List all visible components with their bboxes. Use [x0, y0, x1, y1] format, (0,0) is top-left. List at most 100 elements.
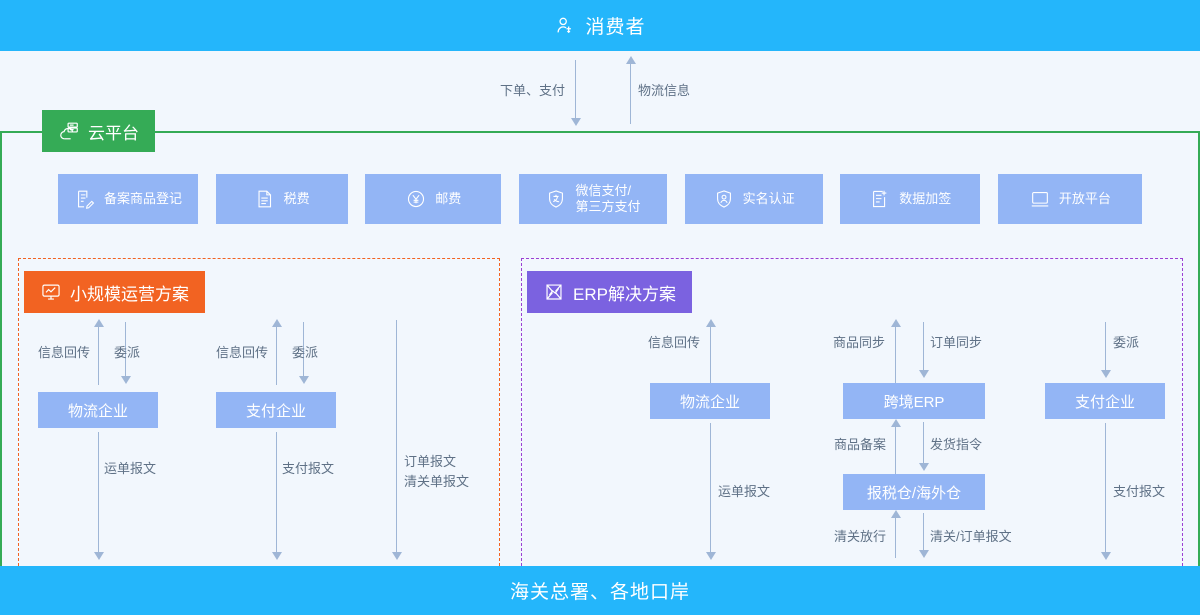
service-chip-product-record[interactable]: 备案商品登记: [58, 174, 198, 224]
edge-label-erp-customs-msg: 清关/订单报文: [930, 529, 1012, 544]
connector-erp-order-sync: [923, 322, 924, 376]
service-chip-tax[interactable]: 税费: [215, 174, 348, 224]
service-chip-real-name-auth[interactable]: 实名认证: [684, 174, 823, 224]
service-chip-label: 微信支付/ 第三方支付: [575, 182, 641, 214]
entity-label: 物流企业: [679, 393, 740, 411]
connector-erp-ship-order: [923, 422, 924, 469]
connector-erp-waybill-msg: [710, 423, 711, 558]
yuan-circle-icon: [405, 188, 427, 210]
arrow-erp-waybill-msg: [706, 552, 716, 560]
arrow-erp-goods-sync: [891, 319, 901, 327]
edge-label-order-pay: 下单、支付: [499, 83, 565, 98]
entity-erp-bonded-warehouse[interactable]: 报税仓/海外仓: [843, 474, 985, 510]
badge-erp-solution[interactable]: ERP解决方案: [527, 271, 692, 313]
chart-monitor-icon: [40, 281, 62, 303]
arrow-erp-ship-order: [919, 463, 929, 471]
connector-erp-customs-release: [895, 516, 896, 558]
service-chip-data-signature[interactable]: 数据加签: [840, 174, 981, 224]
arrow-ss-logistics-up: [94, 319, 104, 327]
badge-small-scale-label: 小规模运营方案: [70, 284, 189, 304]
arrow-erp-dispatch: [1101, 370, 1111, 378]
connector-ss-payment-up: [276, 325, 277, 385]
entity-label: 物流企业: [67, 402, 128, 420]
connector-erp-goods-sync: [895, 325, 896, 383]
service-chip-label: 邮费: [435, 190, 462, 206]
cloud-server-icon: [58, 120, 80, 142]
connector-erp-logistics-up: [710, 325, 711, 383]
service-chip-label: 数据加签: [899, 190, 952, 206]
arrow-erp-order-sync: [919, 370, 929, 378]
arrow-erp-customs-msg: [919, 550, 929, 558]
entity-erp-payment[interactable]: 支付企业: [1045, 383, 1165, 419]
connector-erp-payment-msg: [1105, 423, 1106, 558]
arrow-erp-goods-record: [891, 419, 901, 427]
edge-label-erp-waybill-msg: 运单报文: [718, 484, 771, 499]
edge-label-ss-waybill-msg: 运单报文: [104, 461, 157, 476]
edge-label-erp-goods-sync: 商品同步: [832, 335, 885, 350]
document-icon: [254, 188, 276, 210]
arrow-ss-logistics-down: [121, 376, 131, 384]
panel-small-scale-solution: [18, 258, 500, 566]
entity-erp-logistics[interactable]: 物流企业: [650, 383, 770, 419]
edge-label-ss-payment-down: 委派: [292, 345, 319, 360]
badge-erp-label: ERP解决方案: [573, 284, 676, 304]
edge-label-ss-payment-up: 信息回传: [215, 345, 268, 360]
connector-erp-goods-record: [895, 425, 896, 475]
customs-bar-label: 海关总署、各地口岸: [509, 582, 690, 603]
arrow-ss-payment-down: [299, 376, 309, 384]
document-edit-icon: [74, 188, 96, 210]
arrow-logistics-info-up: [626, 56, 636, 64]
service-chip-label: 实名认证: [742, 190, 795, 206]
panel-erp-solution: [521, 258, 1183, 566]
arrow-erp-payment-msg: [1101, 552, 1111, 560]
arrow-erp-logistics-up: [706, 319, 716, 327]
edge-label-ss-order-msg: 订单报文 清关单报文: [404, 454, 470, 489]
service-chip-label: 备案商品登记: [103, 190, 182, 206]
arrow-ss-payment-up: [272, 319, 282, 327]
connector-ss-payment-msg: [276, 432, 277, 558]
edge-label-ss-logistics-down: 委派: [114, 345, 141, 360]
connector-erp-customs-msg: [923, 513, 924, 554]
shield-pay-icon: [545, 188, 567, 210]
edge-label-erp-dispatch: 委派: [1113, 335, 1140, 350]
connector-order-pay: [575, 60, 576, 122]
edge-label-erp-order-sync: 订单同步: [930, 335, 983, 350]
connector-erp-dispatch: [1105, 322, 1106, 376]
entity-erp-cross-border[interactable]: 跨境ERP: [843, 383, 985, 419]
entity-label: 支付企业: [1074, 393, 1135, 411]
document-plus-icon: [869, 188, 891, 210]
consumer-bar: 消费者: [0, 0, 1200, 51]
service-chip-open-platform[interactable]: 开放平台: [997, 174, 1142, 224]
shield-user-icon: [713, 188, 735, 210]
connector-ss-payment-down: [303, 322, 304, 380]
entity-ss-logistics[interactable]: 物流企业: [38, 392, 158, 428]
edge-label-erp-ship-order: 发货指令: [930, 437, 983, 452]
arrow-ss-waybill-msg: [94, 552, 104, 560]
arrow-erp-customs-release: [891, 510, 901, 518]
erp-chart-icon: [543, 281, 565, 303]
connector-logistics-info: [630, 62, 631, 124]
connector-ss-logistics-up: [98, 325, 99, 385]
platform-service-list: 备案商品登记 税费 邮费: [58, 174, 1142, 224]
edge-label-erp-goods-record: 商品备案: [833, 437, 886, 452]
consumer-bar-label: 消费者: [585, 17, 646, 38]
user-icon: [554, 15, 576, 37]
edge-label-erp-logistics-up: 信息回传: [647, 335, 700, 350]
edge-label-ss-logistics-up: 信息回传: [37, 345, 90, 360]
service-chip-postage[interactable]: 邮费: [365, 174, 502, 224]
badge-cloud-platform[interactable]: 云平台: [42, 110, 155, 152]
entity-label: 报税仓/海外仓: [866, 484, 962, 502]
edge-label-logistics-info: 物流信息: [638, 83, 691, 98]
service-chip-wechat-pay[interactable]: 微信支付/ 第三方支付: [518, 174, 667, 224]
badge-small-scale-solution[interactable]: 小规模运营方案: [24, 271, 205, 313]
connector-ss-waybill-msg: [98, 432, 99, 558]
entity-label: 支付企业: [245, 402, 306, 420]
arrow-ss-payment-msg: [272, 552, 282, 560]
arrow-order-pay-down: [571, 118, 581, 126]
entity-ss-payment[interactable]: 支付企业: [216, 392, 336, 428]
monitor-icon: [1029, 188, 1051, 210]
connector-ss-logistics-down: [125, 322, 126, 380]
entity-label: 跨境ERP: [883, 393, 945, 411]
edge-label-erp-payment-msg: 支付报文: [1113, 484, 1166, 499]
